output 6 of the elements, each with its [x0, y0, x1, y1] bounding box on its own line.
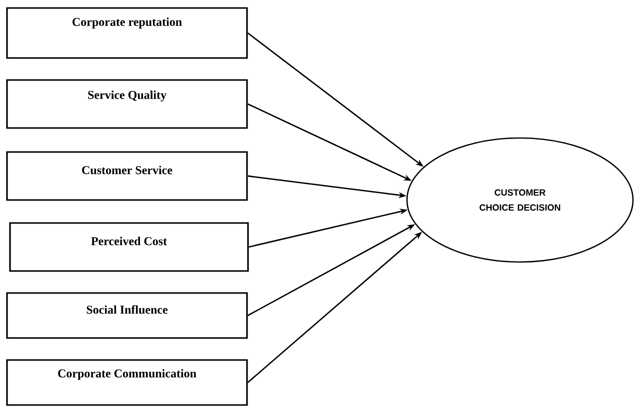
factor-box: Social Influence	[6, 292, 248, 339]
factor-box: Corporate reputation	[6, 7, 248, 59]
factor-box: Corporate Communication	[6, 359, 248, 406]
factor-box: Service Quality	[6, 79, 248, 129]
factor-box: Perceived Cost	[9, 222, 249, 272]
factor-box: Customer Service	[6, 151, 248, 201]
